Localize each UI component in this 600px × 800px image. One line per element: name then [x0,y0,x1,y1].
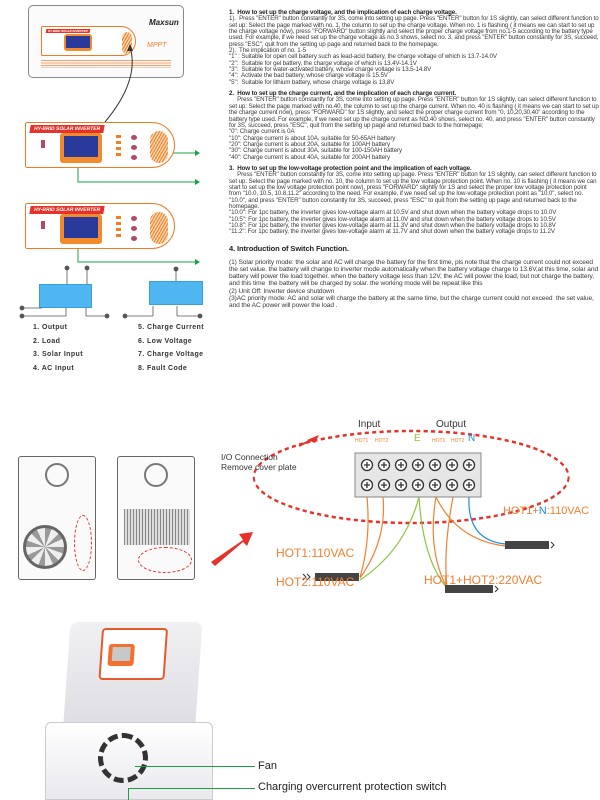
section-1-heading: 1. How to set up the charge voltage, and… [229,9,457,16]
section-4-body: (1) Solar priority mode: the solar and A… [229,258,599,309]
panel-title: HY-BRID SOLAR INVERTER [29,206,105,214]
lcd-callout-lines [19,265,203,319]
io-connection-label: I/O Connection Remove cover plate [221,452,297,472]
section-2-heading: 2. How to set up the charge current, and… [229,90,457,98]
io-label-line-1: I/O Connection [221,452,278,462]
inverter-back-view-2 [117,456,195,580]
legend-output: 1. Output [33,324,68,331]
terminal-label-n: N [468,433,476,444]
screw-cross-icon [449,482,455,488]
screw-cross-icon [398,462,404,468]
cable-right-end [550,541,555,549]
switch-pointer-drop [128,788,130,800]
mppt-logo: MPPT [147,42,167,49]
legend-ac-input: 4. AC Input [33,365,75,372]
legend-low-voltage: 6. Low Voltage [138,338,193,345]
hot1-hot2-220vac-label: HOT1+HOT2:220VAC [424,573,543,587]
terminal-label-hot2-in: HOT2 [375,438,389,444]
output-label: Output [436,419,467,430]
fan-pointer-line [135,766,255,768]
screw-cross-icon [364,482,370,488]
screw-cross-icon [449,462,455,468]
terminal-label-hot1-out: HOT1 [432,438,446,444]
screw-cross-icon [415,482,421,488]
section-2: 2. How to set up the charge current, and… [229,90,599,161]
screw-cross-icon [415,462,421,468]
wiring-diagram [211,429,570,593]
fan-icon [98,733,148,783]
inverter-back-view-1 [18,456,96,580]
cable-left-end [302,573,311,581]
screw-cross-icon [364,462,370,468]
io-label-line-2: Remove cover plate [221,462,297,472]
legend-solar-input: 3. Solar Input [33,351,83,358]
terminal-label-e: E [414,433,421,444]
terminal-screws [360,458,476,492]
lcd-screen-settings [149,281,203,305]
input-label: Input [358,419,381,430]
screw-cross-icon [466,482,472,488]
screw-cross-icon [381,462,387,468]
section-3-body: Press "ENTER" button constantly for 3S, … [229,171,597,236]
hot1-n-110vac-label: HOT1+N:110VAC [503,505,589,517]
panel-title: HY-BRID SOLAR INVERTER [29,125,105,133]
control-panel-2: HY-BRID SOLAR INVERTER [25,203,175,249]
section-1: 1. How to set up the charge voltage, and… [229,9,599,86]
screw-cross-icon [466,462,472,468]
screw-cross-icon [432,482,438,488]
hot1n-part-1: HOT1+ [503,505,539,517]
legend-charge-voltage: 7. Charge Voltage [138,351,204,358]
section-4: 4. Introduction of Switch Function. (1) … [229,244,599,309]
section-4-heading: 4. Introduction of Switch Function. [229,243,349,253]
legend-fault-code: 8. Fault Code [138,365,188,372]
screw-cross-icon [432,462,438,468]
legend-load: 2. Load [33,338,61,345]
section-3: 3. How to set up the low-voltage protect… [229,164,599,236]
hot1-110vac-label: HOT1:110VAC [276,546,355,560]
control-panel-1: HY-BRID SOLAR INVERTER [25,122,175,168]
control-panel-small: HY-BRID SOLAR INVERTER [41,26,136,56]
cable-left [315,573,359,581]
terminal-label-hot2-out: HOT2 [451,438,465,444]
hot1n-part-2: N [538,505,547,517]
cable-middle-end [494,585,499,593]
switch-label: Charging overcurrent protection switch [258,781,447,793]
section-2-body: Press "ENTER" button constantly for 3S, … [229,96,599,161]
decor-waves [41,60,171,68]
terminal-label-hot1-in: HOT1 [355,438,369,444]
lcd-screen-home [39,284,92,308]
screw-cross-icon [398,482,404,488]
fan-label: Fan [258,760,277,772]
brand-logo: Maxsun [149,18,179,27]
switch-pointer-line [128,788,255,790]
red-pointer-arrow [211,532,253,566]
cable-right [505,541,549,549]
section-1-body: 1). Press "ENTER" button constantly for … [229,15,599,86]
screw-cross-icon [381,482,387,488]
inverter-photo [45,622,215,800]
instructions-column: 1. How to set up the charge voltage, and… [229,9,599,314]
inverter-top-view: HY-BRID SOLAR INVERTER Maxsun MPPT [28,5,184,78]
hot2-110vac-label: HOT2:110VAC [276,575,355,589]
legend-charge-current: 5. Charge Current [138,324,204,331]
section-3-heading: 3. How to set up the low-voltage protect… [229,164,472,172]
cable-middle [445,585,493,593]
hot1n-part-3: :110VAC [546,505,590,517]
